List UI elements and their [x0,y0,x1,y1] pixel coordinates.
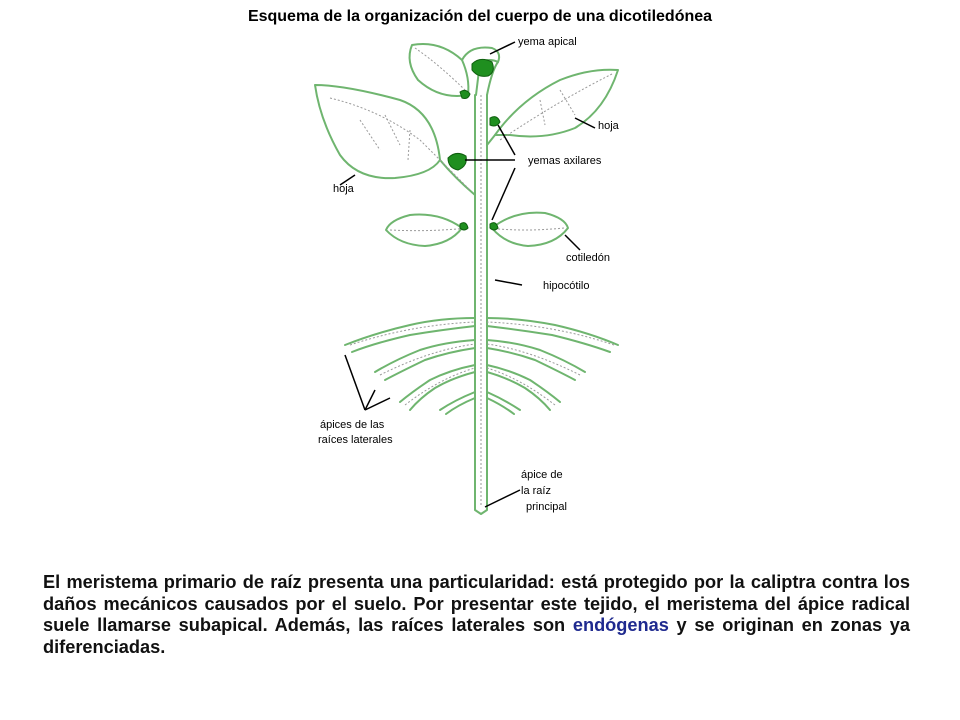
right-leaf [494,68,619,138]
label-hoja-right: hoja [598,120,620,132]
main-stem [474,94,488,515]
label-yema-apical: yema apical [518,36,577,48]
endogenas-link[interactable]: endógenas [572,615,669,635]
leader-apices-3 [364,397,391,411]
leader-apice-raiz [484,489,521,508]
cotyledon-right [491,211,569,247]
leader-yema-apical [489,41,516,55]
plant-diagram: yema apical hoja hoja yemas axilares cot… [314,36,620,515]
label-apice-raiz-1: ápice de [521,469,563,481]
top-left-leaf [408,43,470,97]
leader-hipocotilo [494,279,523,286]
label-apices-lat-2: raíces laterales [318,434,393,446]
diagram-title: Esquema de la organización del cuerpo de… [247,8,713,25]
paragraph-part-3: y se originan en zonas ya diferenciadas. [43,615,910,657]
explanatory-paragraph: El meristema primario de raíz presenta u… [43,572,910,658]
label-apice-raiz-3: principal [526,501,567,513]
leader-yemas-2 [497,124,516,156]
label-cotiledon: cotiledón [566,252,610,264]
axillary-bud-1 [459,89,471,99]
cotyledon-left [385,213,463,247]
paragraph-part-1: El meristema primario de raíz presenta u… [43,572,910,635]
paragraph-bold-term: subapical [178,615,263,635]
paragraph-part-2: . Además, las raíces laterales son [262,615,573,635]
leader-hoja-right [574,117,596,129]
leader-apices-2 [364,389,376,411]
left-leaf [314,84,441,180]
apical-bud [471,58,494,77]
axillary-bud-4 [459,222,469,231]
axillary-bud-3 [447,152,467,171]
label-apices-lat-1: ápices de las [320,419,385,431]
label-apice-raiz-2: la raíz [521,485,551,497]
label-hipocotilo: hipocótilo [543,280,589,292]
leader-yemas-3 [491,167,516,221]
axillary-bud-5 [489,222,499,231]
label-yemas-axilares: yemas axilares [528,155,602,167]
label-hoja-left: hoja [333,183,355,195]
leader-apices-1 [344,354,366,411]
axillary-bud-2 [489,116,501,127]
leader-hoja-left [339,174,356,186]
leader-cotiledon [564,234,581,251]
